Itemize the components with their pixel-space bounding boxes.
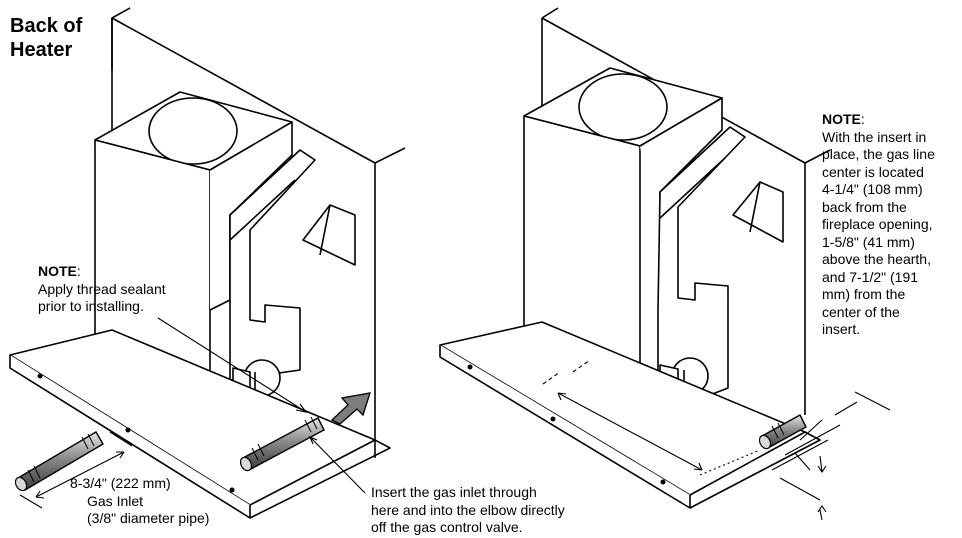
note-right-line-6: fireplace opening, (822, 216, 933, 232)
note-right-line-1: With the insert in (822, 128, 927, 145)
insert-line-3: off the gas control valve. (371, 519, 523, 535)
loose-gas-inlet-pipe (14, 431, 104, 492)
left-leader-lines (19, 317, 366, 509)
right-back-wall (541, 7, 559, 19)
pipe-length-dimension (35, 451, 125, 498)
left-flue-collar (148, 97, 238, 165)
pipe-name-label: Gas Inlet (87, 492, 144, 509)
note-right: NOTE: With the insert in place, the gas … (822, 111, 935, 339)
note-right-line-8: above the hearth, (822, 251, 931, 267)
note-right-colon: : (860, 111, 865, 127)
note-left: NOTE: Apply thread sealant prior to inst… (38, 263, 166, 316)
back-of-heater-heading: Back of Heater (10, 14, 82, 62)
insert-leader (309, 436, 366, 494)
note-right-line-4: 4-1/4" (108 mm) (822, 181, 923, 197)
note-right-line-5: back from the (822, 198, 907, 215)
insert-instruction: Insert the gas inlet through here and in… (371, 484, 565, 537)
note-left-title: NOTE (38, 263, 77, 279)
note-right-line-9: and 7-1/2" (191 (822, 268, 919, 285)
note-left-colon: : (76, 263, 81, 279)
left-side-vent (302, 204, 356, 266)
center-offset-dimension (771, 424, 841, 471)
note-right-line-10: mm) from the (822, 286, 906, 302)
insert-direction-arrow (330, 392, 371, 425)
right-flue-collar (578, 73, 668, 141)
note-right-line-7: 1-5/8" (41 mm) (822, 233, 915, 250)
installed-gas-inlet-pipe-right (758, 414, 807, 450)
note-right-line-12: insert. (822, 321, 861, 337)
sealant-leader (157, 317, 307, 413)
installed-gas-inlet-pipe-left (239, 416, 325, 472)
note-left-line-2: prior to installing. (38, 298, 144, 314)
note-right-title: NOTE (822, 111, 861, 127)
pipe-spec-label: (3/8" diameter pipe) (87, 510, 210, 526)
note-right-line-2: place, the gas line (822, 146, 935, 162)
note-right-line-11: center of the (822, 303, 900, 320)
right-side-vent (732, 181, 784, 243)
note-right-line-3: center is located (822, 163, 924, 180)
heading-line-1: Back of (10, 15, 83, 37)
insert-line-2: here and into the elbow directly (371, 501, 565, 518)
note-leader (834, 401, 858, 416)
note-left-line-1: Apply thread sealant (38, 280, 166, 297)
insert-line-1: Insert the gas inlet through (371, 484, 537, 500)
depth-dimension (557, 392, 703, 471)
left-heater-box-side (209, 121, 293, 311)
pipe-label: 8-3/4" (222 mm) Gas Inlet (3/8" diameter… (70, 475, 209, 528)
left-heater-illustration (9, 7, 406, 519)
right-dimension-lines (542, 359, 891, 521)
pipe-dimension-label: 8-3/4" (222 mm) (70, 475, 171, 491)
left-back-wall (111, 7, 131, 70)
heading-line-2: Heater (10, 39, 73, 61)
right-heater-illustration (439, 7, 831, 509)
